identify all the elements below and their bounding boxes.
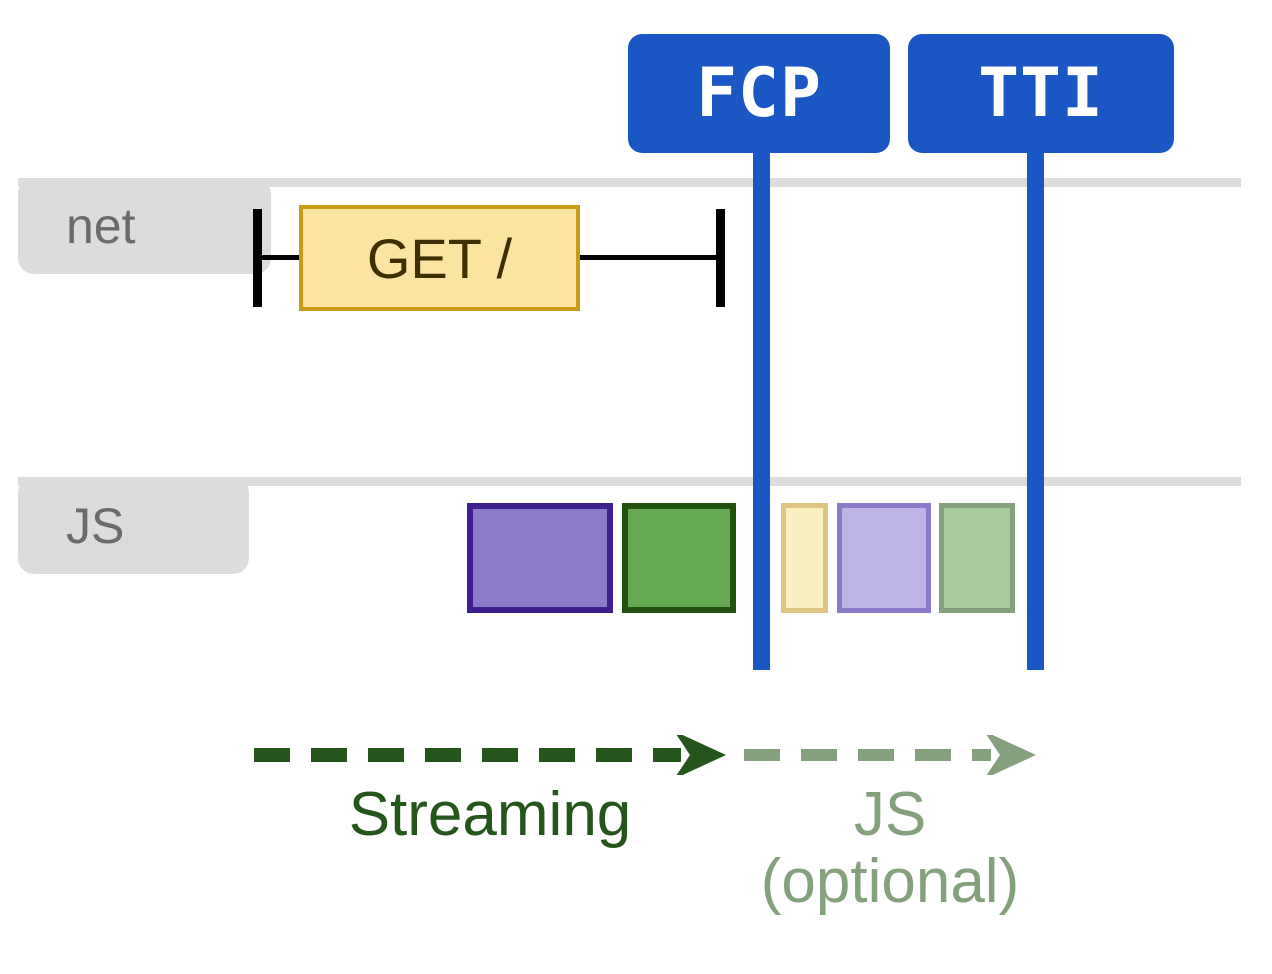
marker-line-fcp: [753, 150, 770, 670]
request-box[interactable]: GET /: [299, 205, 580, 311]
marker-line-tti: [1027, 150, 1044, 670]
track-label-text-net: net: [66, 198, 136, 254]
phase-label-streaming: Streaming: [250, 780, 730, 862]
request-box-label: GET /: [366, 226, 513, 290]
marker-badge-tti[interactable]: TTI: [908, 34, 1174, 153]
js-block-block-3[interactable]: [781, 503, 828, 613]
track-label-text-js: JS: [66, 497, 125, 554]
track-label-js: JS: [18, 477, 249, 574]
track-label-net: net: [18, 178, 271, 274]
phase-arrow-js-optional: [744, 735, 1036, 775]
marker-badge-label-tti: TTI: [978, 54, 1104, 133]
track-line-net: [18, 178, 1241, 187]
js-block-block-2[interactable]: [622, 503, 736, 613]
phase-label-line: JS: [853, 780, 927, 849]
marker-badge-fcp[interactable]: FCP: [628, 34, 890, 153]
js-block-block-4[interactable]: [837, 503, 931, 613]
js-block-block-1[interactable]: [467, 503, 613, 613]
track-line-js: [18, 477, 1241, 486]
phase-label-js-optional: JS(optional): [700, 780, 1080, 942]
marker-badge-label-fcp: FCP: [696, 54, 822, 133]
js-block-block-5[interactable]: [939, 503, 1015, 613]
phase-label-line: Streaming: [348, 780, 632, 849]
phase-arrow-streaming: [254, 735, 726, 775]
phase-label-line: (optional): [760, 846, 1020, 916]
